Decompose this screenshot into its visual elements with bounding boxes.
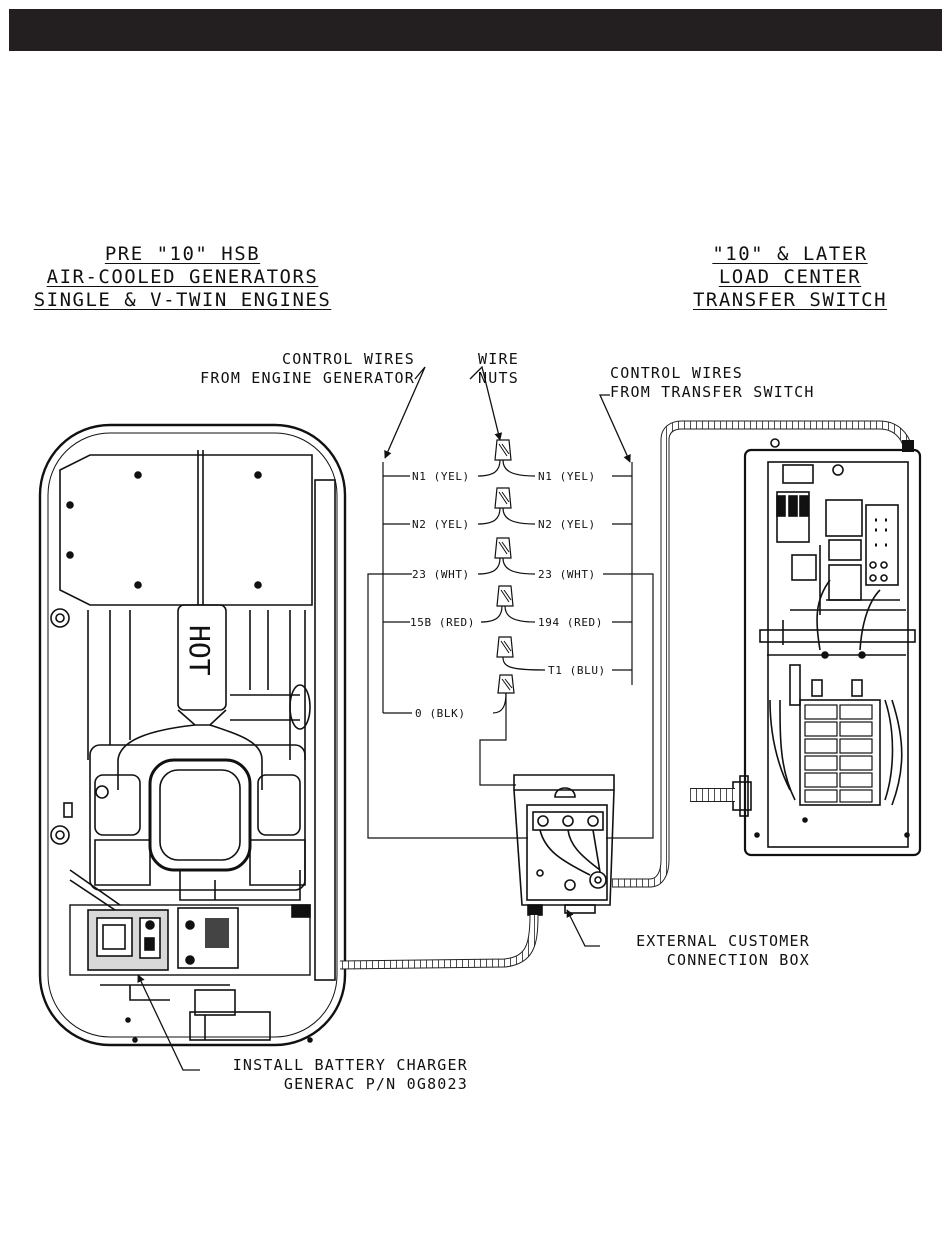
callout-line: FROM TRANSFER SWITCH <box>610 383 815 401</box>
callout-line: CONTROL WIRES <box>282 350 415 368</box>
header-transfer-switch: "10" & LATER LOAD CENTER TRANSFER SWITCH <box>680 243 900 312</box>
header-line: PRE "10" HSB <box>104 243 261 265</box>
header-line: SINGLE & V-TWIN ENGINES <box>33 289 332 311</box>
header-line: TRANSFER SWITCH <box>692 289 888 311</box>
wire-label: T1 (BLU) <box>548 664 606 677</box>
wire-label: N2 (YEL) <box>538 518 596 531</box>
callout-line: GENERAC P/N 0G8023 <box>283 1075 468 1093</box>
wire-label: 15B (RED) <box>410 616 475 629</box>
wire-label: N1 (YEL) <box>412 470 470 483</box>
wire-label: N2 (YEL) <box>412 518 470 531</box>
callout-wire-nuts: WIRE NUTS <box>478 350 548 388</box>
wire-label: N1 (YEL) <box>538 470 596 483</box>
callout-line: CONTROL WIRES <box>610 364 743 382</box>
callout-external-box: EXTERNAL CUSTOMER CONNECTION BOX <box>600 932 810 970</box>
wire-label: 194 (RED) <box>538 616 603 629</box>
wire-label: 23 (WHT) <box>538 568 596 581</box>
header-line: "10" & LATER <box>712 243 868 265</box>
hot-label: HOT <box>183 625 216 676</box>
leader-lines <box>137 365 631 1071</box>
flexible-conduit <box>339 420 914 970</box>
header-line: LOAD CENTER <box>718 266 862 288</box>
top-header-bar <box>9 9 942 51</box>
wire-labels-right: N1 (YEL) N2 (YEL) 23 (WHT) 194 (RED) T1 … <box>538 470 606 677</box>
wire-nut-group <box>494 439 515 694</box>
callout-line: CONNECTION BOX <box>666 951 810 969</box>
callout-line: EXTERNAL CUSTOMER <box>636 932 810 950</box>
callout-control-wires-engine: CONTROL WIRES FROM ENGINE GENERATOR <box>150 350 415 388</box>
control-wiring <box>367 459 654 839</box>
callout-line: FROM ENGINE GENERATOR <box>200 369 415 387</box>
callout-control-wires-switch: CONTROL WIRES FROM TRANSFER SWITCH <box>610 364 850 402</box>
wire-labels-left: N1 (YEL) N2 (YEL) 23 (WHT) 15B (RED) 0 (… <box>410 470 475 720</box>
callout-line: INSTALL BATTERY CHARGER <box>232 1056 468 1074</box>
wire-label: 0 (BLK) <box>415 707 466 720</box>
header-line: AIR-COOLED GENERATORS <box>46 266 319 288</box>
callout-line: WIRE <box>478 350 519 368</box>
generator-illustration <box>38 423 347 1047</box>
header-generators: PRE "10" HSB AIR-COOLED GENERATORS SINGL… <box>20 243 345 312</box>
transfer-switch-illustration <box>732 438 922 857</box>
wire-label: 23 (WHT) <box>412 568 470 581</box>
callout-battery-charger: INSTALL BATTERY CHARGER GENERAC P/N 0G80… <box>200 1056 468 1094</box>
callout-line: NUTS <box>478 369 519 387</box>
external-connection-box <box>513 774 615 916</box>
